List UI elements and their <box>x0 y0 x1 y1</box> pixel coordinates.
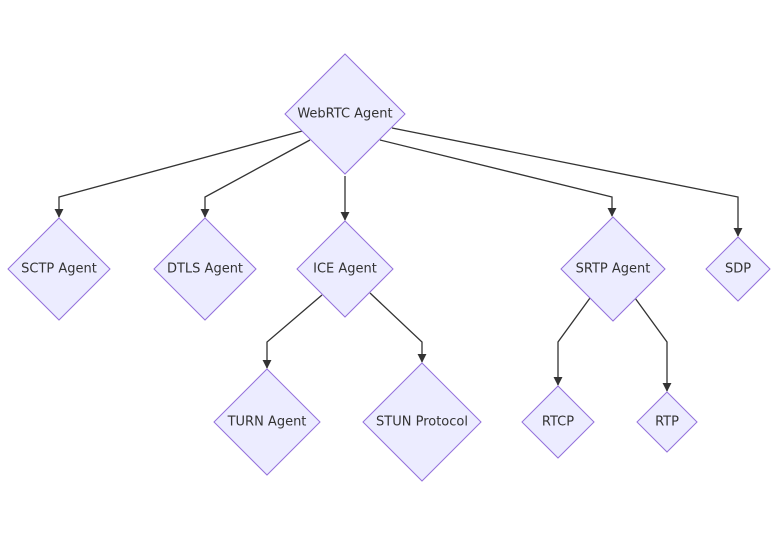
node-rtcp: RTCP <box>521 385 595 459</box>
node-webrtc-agent: WebRTC Agent <box>284 53 406 175</box>
node-srtp-agent-label: SRTP Agent <box>576 262 651 277</box>
node-stun-protocol-diamond <box>362 362 482 482</box>
edge-ice-to-stun <box>369 292 427 363</box>
edge-webrtc-to-sdp <box>391 127 743 237</box>
node-webrtc-agent-diamond <box>284 53 406 175</box>
edge-webrtc-to-dtls <box>200 139 311 218</box>
node-ice-agent: ICE Agent <box>296 220 394 318</box>
node-srtp-agent-diamond <box>560 216 666 322</box>
node-rtcp-diamond <box>521 385 595 459</box>
node-dtls-agent: DTLS Agent <box>153 217 257 321</box>
node-dtls-agent-diamond <box>153 217 257 321</box>
node-dtls-agent-label: DTLS Agent <box>167 262 243 277</box>
node-stun-protocol: STUN Protocol <box>362 362 482 482</box>
node-sctp-agent-diamond <box>7 217 111 321</box>
edge-srtp-to-rtp <box>634 297 672 392</box>
node-sdp: SDP <box>705 236 771 302</box>
edges <box>54 127 743 392</box>
edge-webrtc-to-sctp <box>54 129 307 218</box>
edge-srtp-to-rtcp <box>553 297 591 386</box>
node-stun-protocol-label: STUN Protocol <box>376 415 468 430</box>
node-turn-agent-diamond <box>213 368 321 476</box>
node-sdp-label: SDP <box>725 262 751 277</box>
node-turn-agent-label: TURN Agent <box>227 415 307 430</box>
node-srtp-agent: SRTP Agent <box>560 216 666 322</box>
edge-ice-to-turn <box>262 294 323 369</box>
node-turn-agent: TURN Agent <box>213 368 321 476</box>
node-ice-agent-diamond <box>296 220 394 318</box>
node-webrtc-agent-label: WebRTC Agent <box>297 107 392 122</box>
node-ice-agent-label: ICE Agent <box>313 262 377 277</box>
node-sdp-diamond <box>705 236 771 302</box>
node-rtp-label: RTP <box>655 415 679 430</box>
node-sctp-agent: SCTP Agent <box>7 217 111 321</box>
node-sctp-agent-label: SCTP Agent <box>21 262 97 277</box>
node-rtp-diamond <box>636 391 698 453</box>
node-rtp: RTP <box>636 391 698 453</box>
edge-webrtc-to-srtp <box>379 139 617 217</box>
node-rtcp-label: RTCP <box>542 415 574 430</box>
nodes: WebRTC Agent SCTP Agent DTLS Agent ICE A… <box>7 53 771 482</box>
